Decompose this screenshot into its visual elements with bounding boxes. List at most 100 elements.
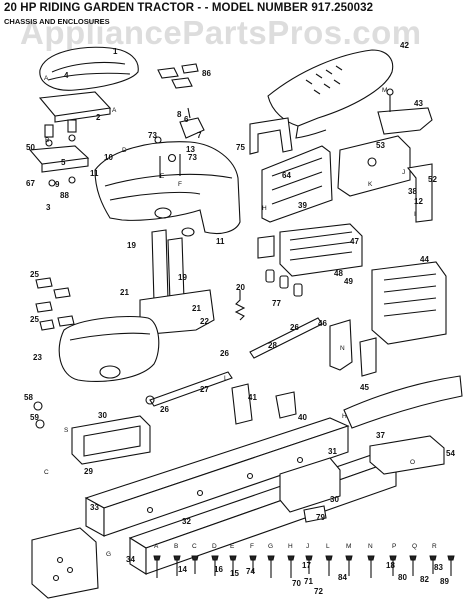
callout-52: 52 bbox=[428, 175, 437, 184]
callout-19a: 19 bbox=[127, 241, 136, 250]
callout-58: 58 bbox=[24, 393, 33, 402]
callout-84: 84 bbox=[338, 573, 347, 582]
callout-70: 70 bbox=[292, 579, 301, 588]
spring-part bbox=[234, 290, 246, 321]
ref-J2: J bbox=[306, 543, 309, 550]
callout-86: 86 bbox=[202, 69, 211, 78]
callout-16: 16 bbox=[214, 565, 223, 574]
ref-Q: Q bbox=[412, 543, 417, 550]
callout-3: 3 bbox=[46, 203, 51, 212]
hardware-row bbox=[153, 555, 455, 578]
callout-1: 1 bbox=[113, 47, 118, 56]
bracket-54 bbox=[369, 435, 445, 475]
callout-82: 82 bbox=[420, 575, 429, 584]
seat-slide-part bbox=[28, 145, 90, 187]
callout-19b: 19 bbox=[178, 273, 187, 282]
callout-15: 15 bbox=[230, 569, 239, 578]
letter-refs: A A B C D E F G H H I J K L M N O P Q R … bbox=[44, 75, 437, 558]
diagram-subtitle: CHASSIS AND ENCLOSURES bbox=[4, 17, 110, 26]
bracket-30 bbox=[71, 415, 151, 465]
rear-plate-34 bbox=[31, 527, 99, 599]
callout-27: 27 bbox=[200, 385, 209, 394]
callout-79: 79 bbox=[316, 513, 325, 522]
callout-20: 20 bbox=[236, 283, 245, 292]
rod-28 bbox=[249, 317, 323, 359]
callout-37: 37 bbox=[376, 431, 385, 440]
ref-B: B bbox=[45, 137, 49, 144]
callout-8: 8 bbox=[177, 110, 182, 119]
ref-L2: L bbox=[326, 543, 330, 550]
callout-11b: 11 bbox=[216, 237, 225, 246]
ref-F: F bbox=[178, 181, 182, 188]
callout-45: 45 bbox=[360, 383, 369, 392]
callout-71: 71 bbox=[304, 577, 313, 586]
callout-89: 89 bbox=[440, 577, 449, 586]
callout-25b: 25 bbox=[30, 315, 39, 324]
callout-31: 31 bbox=[328, 447, 337, 456]
hinge-assembly-part bbox=[337, 135, 433, 223]
ref-P: P bbox=[392, 543, 396, 550]
bracket-45 bbox=[329, 319, 377, 377]
callout-64: 64 bbox=[282, 171, 291, 180]
callout-73a: 73 bbox=[148, 131, 157, 140]
callout-49: 49 bbox=[344, 277, 353, 286]
ref-L: L bbox=[224, 375, 228, 382]
ref-R: R bbox=[432, 543, 437, 550]
bumper-37 bbox=[343, 375, 463, 429]
ref-D2: D bbox=[212, 543, 217, 550]
callout-6: 6 bbox=[184, 115, 189, 124]
callout-33: 33 bbox=[90, 503, 99, 512]
callout-48: 48 bbox=[334, 269, 343, 278]
callout-88: 88 bbox=[60, 191, 69, 200]
ref-S: S bbox=[64, 427, 69, 434]
callout-75: 75 bbox=[236, 143, 245, 152]
ref-E: E bbox=[160, 173, 165, 180]
callout-2: 2 bbox=[96, 113, 101, 122]
callout-30a: 30 bbox=[98, 411, 107, 420]
seat-part bbox=[39, 46, 139, 91]
callout-26c: 26 bbox=[290, 323, 299, 332]
handle-part bbox=[249, 117, 293, 155]
callout-23: 23 bbox=[33, 353, 42, 362]
callout-29: 29 bbox=[84, 467, 93, 476]
callout-30b: 30 bbox=[330, 495, 339, 504]
nose-grille-part bbox=[371, 261, 447, 345]
callout-54: 54 bbox=[446, 449, 455, 458]
callout-10: 10 bbox=[104, 153, 113, 162]
callout-73b: 73 bbox=[188, 153, 197, 162]
lever-assembly-part bbox=[154, 107, 205, 163]
callout-32: 32 bbox=[182, 517, 191, 526]
callout-77: 77 bbox=[272, 299, 281, 308]
pads-25 bbox=[35, 277, 75, 331]
callout-38: 38 bbox=[408, 187, 417, 196]
callout-46: 46 bbox=[318, 319, 327, 328]
frame-rail-left bbox=[84, 417, 350, 537]
callout-21a: 21 bbox=[120, 288, 129, 297]
callout-26b: 26 bbox=[160, 405, 169, 414]
ref-A: A bbox=[44, 75, 49, 82]
seat-hardware bbox=[44, 119, 77, 147]
callout-labels: 1 2 3 4 5 6 7 8 9 10 11 11 12 13 14 15 1… bbox=[24, 41, 455, 596]
pads-86 bbox=[157, 63, 199, 89]
callout-11a: 11 bbox=[90, 169, 99, 178]
seat-bracket-part bbox=[38, 91, 112, 123]
ref-I: I bbox=[414, 211, 416, 218]
bracket-79 bbox=[303, 505, 327, 523]
diagram-title: 20 HP RIDING GARDEN TRACTOR - - MODEL NU… bbox=[4, 2, 374, 14]
ref-M: M bbox=[382, 87, 387, 94]
ref-O: O bbox=[410, 459, 415, 466]
callout-39: 39 bbox=[298, 201, 307, 210]
callout-5: 5 bbox=[61, 158, 66, 167]
brace-31 bbox=[279, 457, 341, 513]
ref-C: C bbox=[44, 469, 49, 476]
callout-50: 50 bbox=[26, 143, 35, 152]
ref-A3: A bbox=[154, 543, 159, 550]
callout-7: 7 bbox=[197, 131, 202, 140]
callout-59: 59 bbox=[30, 413, 39, 422]
callout-67: 67 bbox=[26, 179, 35, 188]
ref-K: K bbox=[368, 181, 373, 188]
rod-27 bbox=[145, 371, 233, 407]
ref-N2: N bbox=[368, 543, 373, 550]
